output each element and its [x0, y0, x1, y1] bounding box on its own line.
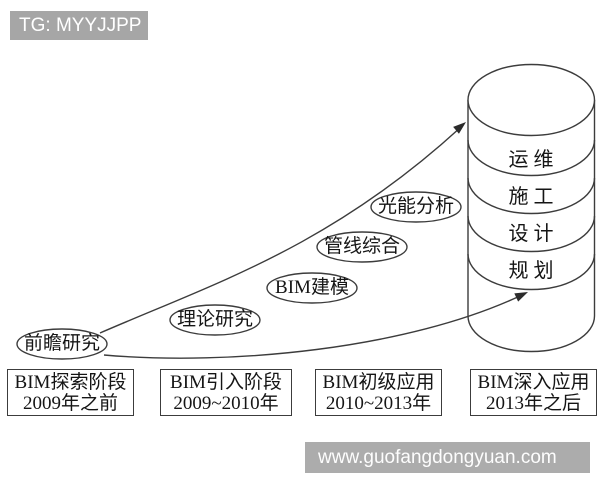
- stage-name: BIM深入应用: [477, 371, 590, 393]
- cylinder-layer-label: 施工: [508, 186, 559, 208]
- growth-curve-lower: [103, 294, 523, 359]
- cylinder-separator-arc: [467, 139, 596, 177]
- cylinder-layer-label: 设计: [508, 223, 559, 245]
- tag-banner: TG: MYYJJPP: [10, 11, 148, 40]
- milestone-label: 管线综合: [323, 236, 400, 257]
- stage-name: BIM探索阶段: [14, 371, 127, 393]
- stage-period: 2009年之前: [22, 392, 118, 414]
- cylinder-layer-label: 规划: [508, 260, 559, 282]
- cylinder-body: [467, 100, 596, 353]
- milestone-oval-lilun: [169, 304, 261, 336]
- milestone-label: BIM建模: [275, 277, 349, 298]
- site-watermark: www.guofangdongyuan.com: [305, 442, 590, 473]
- milestone-oval-guangneng: [370, 191, 462, 223]
- growth-curve-upper: [99, 126, 462, 334]
- stage-name: BIM初级应用: [322, 371, 435, 393]
- milestone-label: 前瞻研究: [23, 333, 100, 354]
- cylinder-layer-label: 运维: [508, 149, 559, 171]
- arrowhead-icon: [514, 292, 528, 302]
- cylinder-separator-arc: [467, 253, 596, 291]
- stage-box-exploration: BIM探索阶段 2009年之前: [7, 369, 134, 416]
- stage-period: 2013年之后: [485, 392, 581, 414]
- arrowhead-icon: [453, 122, 466, 134]
- stage-period: 2010~2013年: [325, 392, 432, 414]
- milestone-label: 光能分析: [377, 196, 454, 217]
- stage-name: BIM引入阶段: [170, 371, 282, 393]
- milestone-oval-bimjianmo: [266, 272, 358, 304]
- cylinder-separator-arc: [467, 215, 596, 253]
- stage-period: 2009~2010年: [173, 392, 279, 414]
- stage-box-introduction: BIM引入阶段 2009~2010年: [160, 369, 292, 416]
- stage-box-primary: BIM初级应用 2010~2013年: [315, 369, 442, 416]
- cylinder-top-ellipse: [467, 63, 596, 137]
- milestone-label: 理论研究: [176, 309, 253, 330]
- cylinder-separator-arc: [467, 177, 596, 215]
- milestone-oval-qianzhan: [16, 328, 108, 360]
- milestone-oval-guanxian: [316, 231, 408, 263]
- stage-box-advanced: BIM深入应用 2013年之后: [470, 369, 597, 416]
